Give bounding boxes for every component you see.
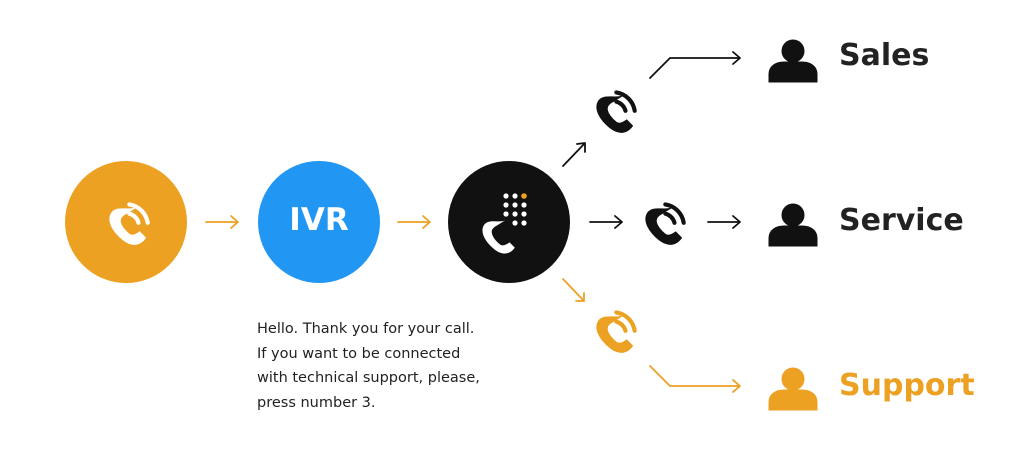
- arrow-dialpad-to-support: [562, 278, 585, 302]
- arrow-to-sales-agent: [649, 51, 741, 79]
- arrow-to-support-agent: [649, 365, 741, 393]
- support-label: Support: [839, 368, 975, 403]
- arrow-ivr-to-dialpad: [397, 215, 431, 229]
- sales-call-icon: [597, 92, 635, 132]
- phone-dialpad-icon: [482, 193, 527, 254]
- arrow-call-to-ivr: [205, 215, 239, 229]
- ivr-node: [258, 161, 380, 283]
- service-label: Service: [839, 203, 964, 238]
- ivr-label: IVR: [289, 202, 349, 238]
- service-person-icon: [768, 203, 818, 247]
- support-call-icon: [597, 312, 635, 352]
- arrow-to-service-agent: [707, 215, 741, 229]
- service-call-icon: [646, 204, 684, 244]
- ivr-greeting-message: Hello. Thank you for your call. If you w…: [257, 321, 480, 411]
- arrow-dialpad-to-sales: [562, 142, 586, 167]
- sales-person-icon: [768, 39, 818, 83]
- support-person-icon: [768, 367, 818, 411]
- dialpad-node: [448, 161, 570, 283]
- sales-label: Sales: [839, 38, 930, 73]
- arrow-dialpad-to-service: [589, 215, 623, 229]
- incoming-call-node: [65, 161, 187, 283]
